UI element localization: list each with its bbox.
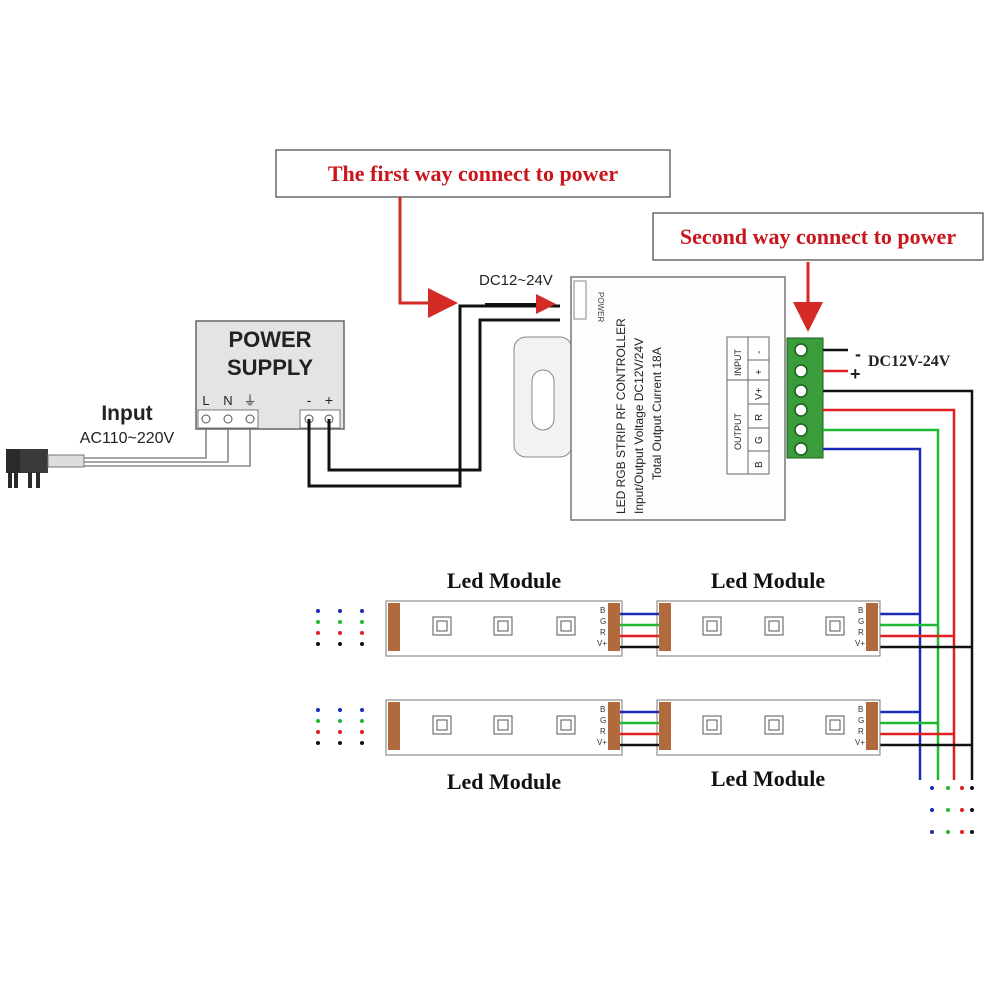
pad-r-label-4: R — [858, 727, 864, 736]
pad-b-label-3: B — [600, 705, 605, 714]
terminal-block — [786, 337, 824, 459]
power-supply-title-1: POWER — [228, 327, 311, 352]
pad-r-label-3: R — [600, 727, 606, 736]
rgb-controller: POWER LED RGB STRIP RF CONTROLLER Input/… — [513, 276, 824, 521]
terminal-n — [223, 414, 233, 424]
second-way-callout-text: Second way connect to power — [680, 224, 956, 249]
pad-v-label: V+ — [597, 639, 607, 648]
terminal-output-g — [794, 423, 808, 437]
led-strip-top-left — [385, 600, 623, 657]
output-wires — [823, 389, 974, 780]
pad-g-label: G — [600, 617, 606, 626]
first-way-callout: The first way connect to power — [275, 149, 671, 198]
pad-g-label-4: G — [858, 716, 864, 725]
power-jack — [573, 280, 587, 320]
power-jack-label: POWER — [596, 292, 605, 322]
dc-input-label: DC12~24V — [479, 272, 553, 289]
led-module-label-bottom-right: Led Module — [711, 766, 826, 791]
pad-r-label-2: R — [858, 628, 864, 637]
pad-r-label: R — [600, 628, 606, 637]
led-strip-bottom-left — [385, 699, 623, 756]
output-r-label: R — [754, 414, 765, 421]
pad-b-label-4: B — [858, 705, 863, 714]
dc-wires — [307, 304, 560, 488]
output-vplus-label: V+ — [754, 387, 765, 400]
dc-right-label: DC12V-24V — [868, 353, 951, 370]
first-way-callout-text: The first way connect to power — [328, 161, 618, 186]
led-module-label-bottom-left: Led Module — [447, 769, 562, 794]
left-continuations — [316, 609, 364, 745]
terminal-plus-label: + — [325, 392, 333, 408]
led-module-label-top-right: Led Module — [711, 568, 826, 593]
strip-jumpers — [620, 612, 659, 747]
input-plus-label: + — [754, 369, 765, 375]
pad-b-label: B — [600, 606, 605, 615]
led-strip-top-right — [656, 600, 881, 657]
controller-current: Total Output Current 18A — [650, 347, 664, 480]
second-way-callout: Second way connect to power — [652, 212, 984, 261]
terminal-n-label: N — [223, 393, 232, 408]
pad-v-label-3: V+ — [597, 738, 607, 747]
terminal-input-plus — [794, 364, 808, 378]
terminal-l-label: L — [202, 393, 209, 408]
input-label: Input — [101, 402, 152, 425]
led-module-label-top-left: Led Module — [447, 568, 562, 593]
bottom-right-continuation — [930, 786, 974, 834]
input-voltage-label: AC110~220V — [80, 430, 175, 447]
pad-v-label-4: V+ — [855, 738, 865, 747]
first-way-arrow — [398, 197, 458, 318]
ac-plug — [6, 449, 85, 488]
input-section-title: INPUT — [733, 348, 743, 376]
controller-title: LED RGB STRIP RF CONTROLLER — [614, 318, 628, 514]
output-g-label: G — [754, 436, 765, 444]
terminal-input-minus — [794, 343, 808, 357]
pad-g-label-2: G — [858, 617, 864, 626]
terminal-output-vplus — [794, 384, 808, 398]
output-b-label: B — [754, 461, 765, 468]
terminal-ground — [245, 414, 255, 424]
dc-right-plus: + — [850, 364, 861, 384]
terminal-ground-label: ⏚ — [243, 393, 256, 408]
pad-v-label-2: V+ — [855, 639, 865, 648]
ac-wires — [84, 420, 251, 467]
output-section-title: OUTPUT — [733, 413, 743, 451]
terminal-output-b — [794, 442, 808, 456]
power-supply-title-2: SUPPLY — [227, 355, 313, 380]
controller-voltage: Input/Output Voltage DC12V/24V — [632, 338, 646, 514]
power-supply: POWER SUPPLY L N ⏚ - + — [195, 320, 345, 430]
strip-pad-labels: B G R V+ B G R V+ B G R V+ B G R V+ — [597, 606, 865, 747]
input-minus-label: - — [754, 351, 765, 354]
dc-right-minus: - — [855, 344, 861, 364]
led-strip-bottom-right — [656, 699, 881, 756]
bottom-strip-taps — [880, 710, 972, 747]
terminal-l — [201, 414, 211, 424]
pad-b-label-2: B — [858, 606, 863, 615]
terminal-output-r — [794, 403, 808, 417]
terminal-minus-label: - — [307, 392, 312, 408]
pad-g-label-3: G — [600, 716, 606, 725]
top-strip-taps — [880, 612, 972, 649]
